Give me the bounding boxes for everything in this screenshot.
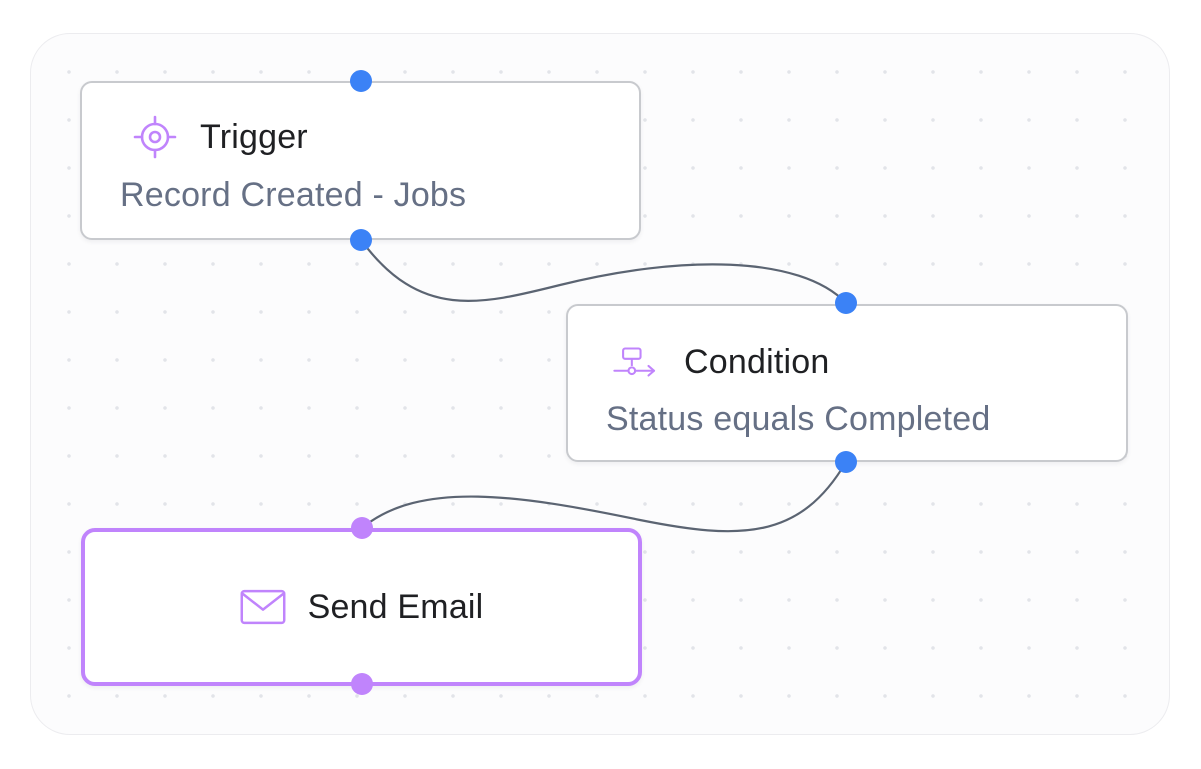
send-email-node-title: Send Email [307, 587, 484, 626]
mail-icon [240, 584, 286, 630]
condition-input-handle[interactable] [835, 292, 857, 314]
send-email-node[interactable]: Send Email [81, 528, 642, 686]
trigger-node[interactable]: Trigger Record Created - Jobs [80, 81, 641, 240]
condition-node[interactable]: Condition Status equals Completed [566, 304, 1128, 462]
trigger-input-handle[interactable] [350, 70, 372, 92]
condition-output-handle[interactable] [835, 451, 857, 473]
target-icon [132, 114, 178, 160]
condition-node-header: Condition [612, 339, 829, 385]
trigger-output-handle[interactable] [350, 229, 372, 251]
condition-node-title: Condition [684, 342, 830, 381]
send-email-output-handle[interactable] [351, 673, 373, 695]
trigger-node-title: Trigger [200, 117, 308, 156]
condition-node-subtitle: Status equals Completed [606, 400, 991, 438]
send-email-node-body: Send Email [85, 532, 638, 682]
branch-flow-icon [612, 339, 658, 385]
trigger-node-subtitle: Record Created - Jobs [120, 176, 467, 214]
trigger-node-header: Trigger [132, 114, 308, 160]
send-email-input-handle[interactable] [351, 517, 373, 539]
